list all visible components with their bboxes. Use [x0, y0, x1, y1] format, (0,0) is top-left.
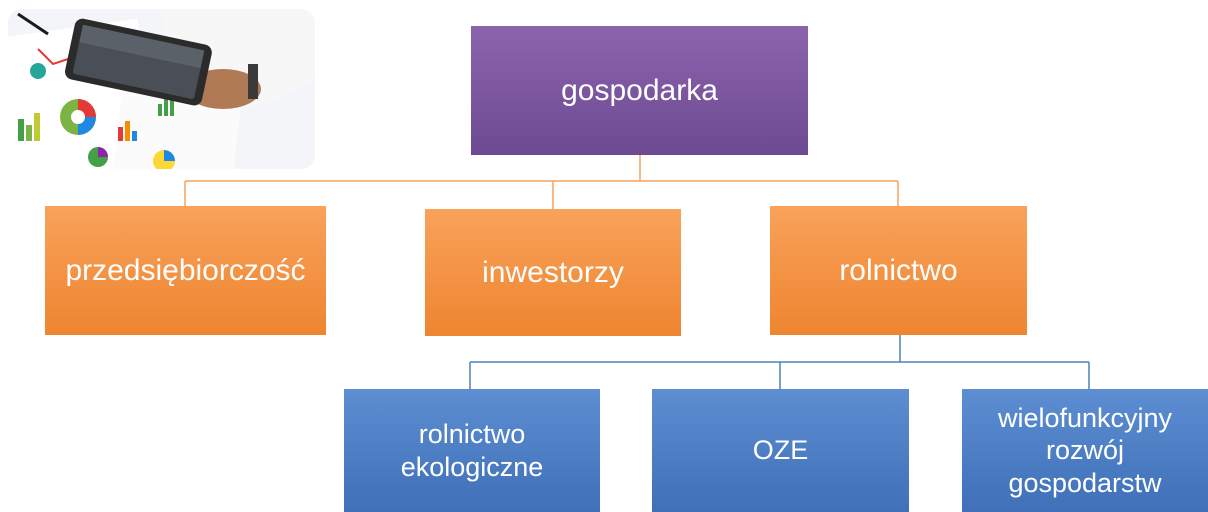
node-label: gospodarka	[561, 73, 718, 107]
node-gospodarka: gospodarka	[471, 26, 808, 155]
node-przedsiebiorczosc: przedsiębiorczość	[45, 206, 326, 335]
level1-connectors	[184, 155, 899, 209]
level2-connectors	[469, 335, 1090, 389]
node-rolnictwo-ekologiczne: rolnictwo ekologiczne	[344, 389, 600, 512]
node-rolnictwo: rolnictwo	[770, 206, 1027, 335]
node-oze: OZE	[652, 389, 909, 512]
node-label: OZE	[752, 435, 809, 466]
node-wielofunkcyjny-rozwoj: wielofunkcyjny rozwój gospodarstw	[962, 389, 1208, 512]
node-label: wielofunkcyjny rozwój gospodarstw	[997, 402, 1173, 498]
node-label: rolnictwo	[839, 253, 958, 287]
node-label: rolnictwo ekologiczne	[400, 419, 544, 482]
node-label: przedsiębiorczość	[65, 253, 306, 287]
business-charts-photo	[8, 9, 315, 169]
node-inwestorzy: inwestorzy	[425, 209, 681, 336]
node-label: inwestorzy	[482, 255, 624, 289]
